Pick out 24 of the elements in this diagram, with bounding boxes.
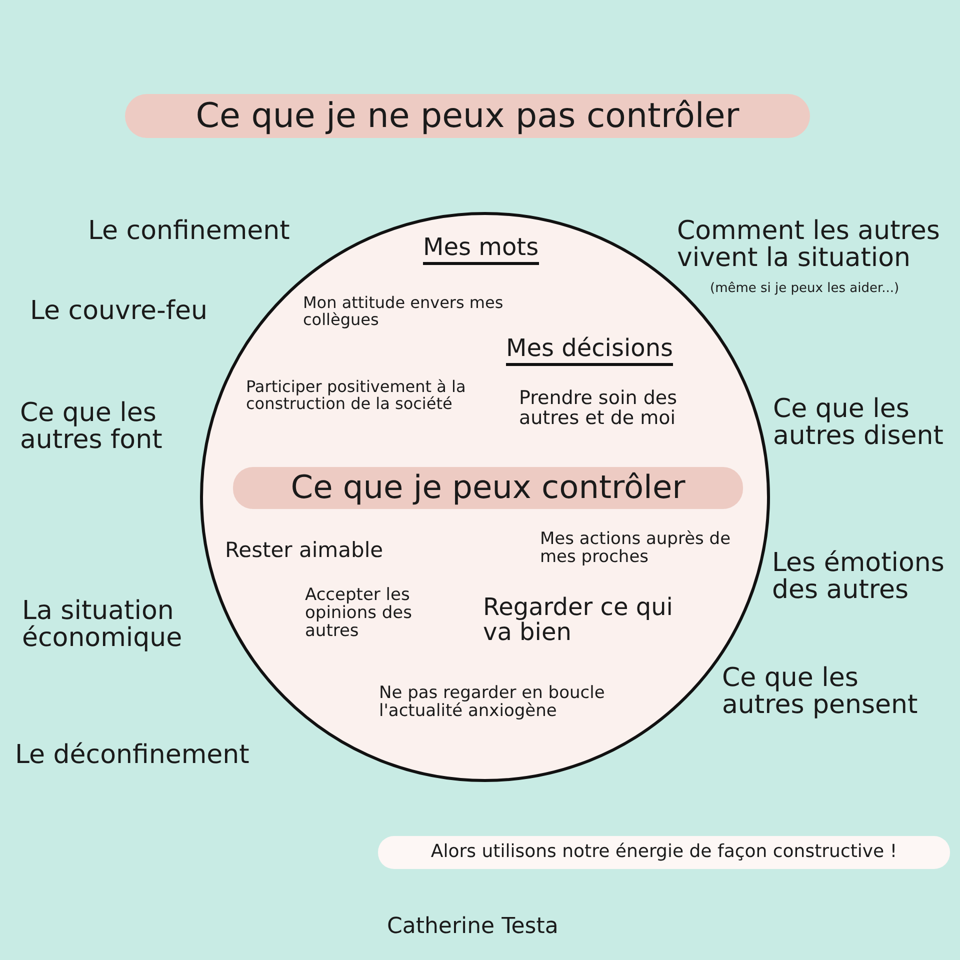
outside-label: Le déconfinement: [15, 742, 250, 770]
circle-item-text: Mes actions auprès de mes proches: [540, 531, 732, 567]
title-banner: Ce que je ne peux pas contrôler: [125, 94, 810, 138]
author-credit: Catherine Testa: [387, 915, 560, 938]
circle-item-text: Accepter les opinions des autres: [305, 587, 413, 641]
outside-label: La situation économique: [22, 598, 184, 653]
underlined-heading: Mes mots: [423, 235, 539, 266]
outside-label: Les émotions des autres: [772, 550, 946, 605]
outside-label: Ce que les autres disent: [773, 396, 944, 451]
underlined-heading: Mes décisions: [506, 336, 674, 366]
outside-label: Ce que les autres font: [20, 400, 164, 455]
circle-item-text: Regarder ce qui va bien: [483, 595, 674, 646]
conclusion-banner: Alors utilisons notre énergie de façon constructive !: [378, 836, 950, 869]
outside-label: (même si je peux les aider...): [710, 282, 900, 296]
outside-label: Le confinement: [88, 218, 291, 246]
circle-item-text: Participer positivement à la construction de la société: [246, 379, 467, 413]
circle-item-text: Prendre soin des autres et de moi: [519, 389, 678, 429]
circle-item-text: Rester aimable: [225, 539, 384, 562]
circle-heading: Ce que je peux contrôler: [233, 467, 743, 509]
circle-item-text: Mon attitude envers mes collègues: [303, 295, 504, 329]
outside-label: Comment les autres vivent la situation: [677, 218, 941, 273]
circle-item-text: Ne pas regarder en boucle l'actualité anxiogène: [379, 685, 606, 721]
outside-label: Le couvre-feu: [30, 298, 208, 326]
outside-label: Ce que les autres pensent: [722, 665, 919, 720]
